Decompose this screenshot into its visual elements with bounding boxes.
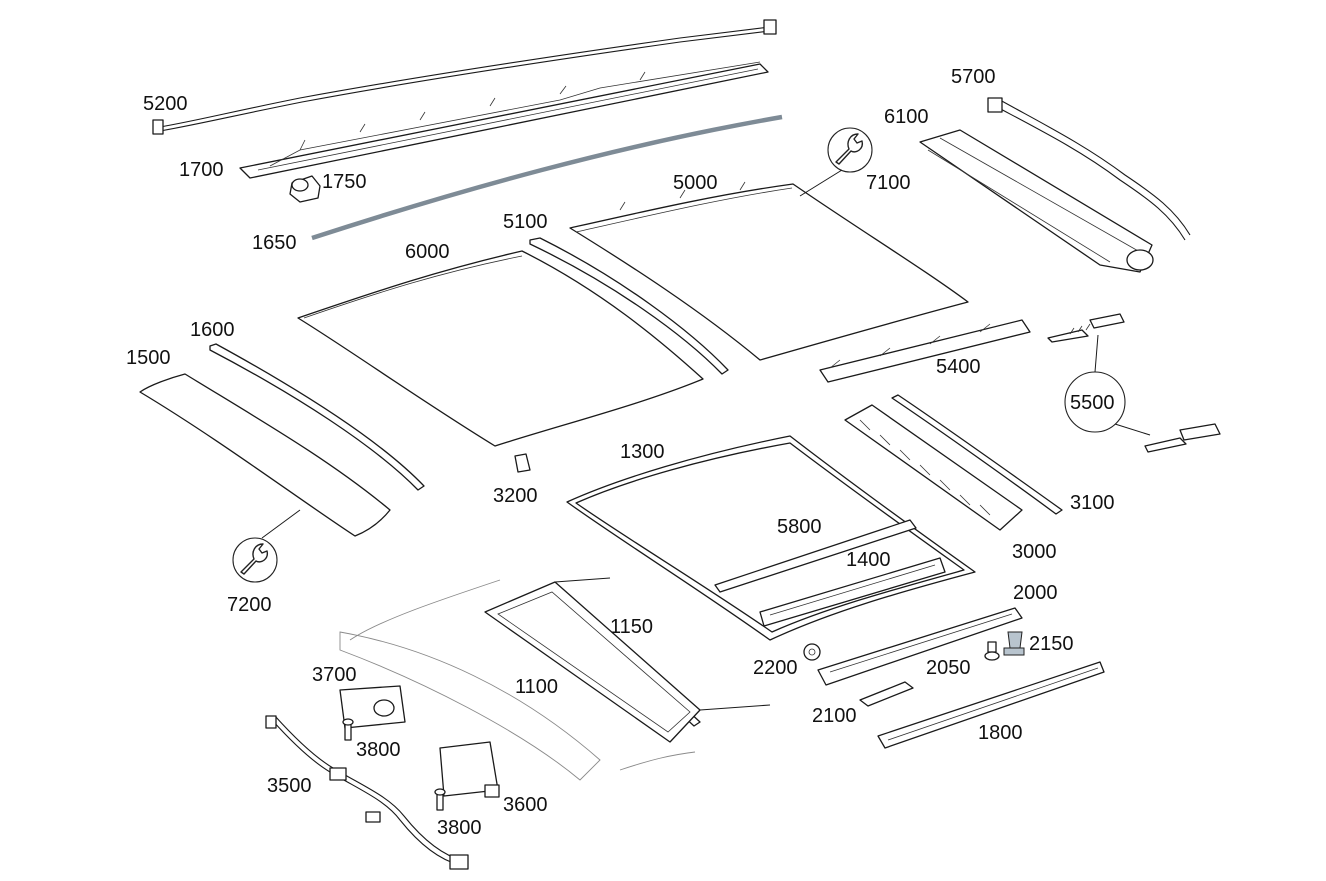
part-1650-seal[interactable]: [311, 114, 783, 241]
label-1100: 1100: [515, 676, 558, 698]
part-1800-rail[interactable]: [877, 661, 1105, 749]
part-3700-motor[interactable]: [339, 685, 406, 729]
part-drive-frame: [339, 579, 696, 781]
label-3800-lower: 3800: [437, 817, 482, 839]
label-2150: 2150: [1029, 633, 1074, 655]
label-6000: 6000: [405, 241, 450, 263]
label-5000: 5000: [673, 172, 718, 194]
part-2200-nut[interactable]: [803, 643, 821, 661]
label-3200: 3200: [493, 485, 538, 507]
part-3600-motor[interactable]: [439, 741, 500, 798]
label-1600: 1600: [190, 319, 235, 341]
label-3600: 3600: [503, 794, 548, 816]
label-7200: 7200: [227, 594, 272, 616]
part-1700-rail[interactable]: [239, 61, 769, 179]
part-5100-strip[interactable]: [529, 237, 729, 375]
part-2050-screw[interactable]: [984, 641, 1000, 661]
part-1400-deflector[interactable]: [759, 557, 946, 627]
part-1600-strip[interactable]: [209, 343, 425, 491]
label-5500: 5500: [1070, 392, 1115, 414]
part-5000-glass-panel[interactable]: [569, 181, 969, 361]
label-6100: 6100: [884, 106, 929, 128]
label-1500: 1500: [126, 347, 171, 369]
part-7200-callout[interactable]: [232, 509, 301, 583]
part-6100-roller-blind[interactable]: [919, 129, 1154, 273]
label-5800: 5800: [777, 516, 822, 538]
label-3000: 3000: [1012, 541, 1057, 563]
label-5400: 5400: [936, 356, 981, 378]
part-6000-glass-panel[interactable]: [297, 250, 704, 447]
label-2000: 2000: [1013, 582, 1058, 604]
label-3700: 3700: [312, 664, 357, 686]
part-1500-glass-panel[interactable]: [139, 373, 391, 537]
label-1300: 1300: [620, 441, 665, 463]
label-3100: 3100: [1070, 492, 1115, 514]
part-3800-bolt-upper[interactable]: [342, 718, 354, 741]
part-1750-clip[interactable]: [289, 175, 321, 203]
wrench-icon: [835, 133, 864, 165]
label-5100: 5100: [503, 211, 548, 233]
label-5200: 5200: [143, 93, 188, 115]
part-5400-bracket[interactable]: [819, 319, 1031, 383]
part-5800-strip[interactable]: [714, 519, 917, 593]
label-3800-upper: 3800: [356, 739, 401, 761]
part-2100-bracket[interactable]: [859, 681, 914, 707]
part-7100-callout[interactable]: [799, 127, 873, 197]
part-3000-guide[interactable]: [844, 404, 1023, 531]
label-1650: 1650: [252, 232, 297, 254]
label-3500: 3500: [267, 775, 312, 797]
label-1400: 1400: [846, 549, 891, 571]
label-2100: 2100: [812, 705, 857, 727]
part-2150-bolt[interactable]: [1003, 631, 1025, 656]
part-5500-callout[interactable]: [1047, 313, 1221, 453]
label-1700: 1700: [179, 159, 224, 181]
label-1750: 1750: [322, 171, 367, 193]
label-1150: 1150: [610, 616, 653, 638]
label-2200: 2200: [753, 657, 798, 679]
part-3100-strip[interactable]: [891, 394, 1063, 515]
part-2000-rail[interactable]: [817, 607, 1023, 686]
label-2050: 2050: [926, 657, 971, 679]
label-1800: 1800: [978, 722, 1023, 744]
part-3800-bolt-lower[interactable]: [434, 788, 446, 811]
part-5700-cable[interactable]: [987, 97, 1191, 241]
part-1100-frame[interactable]: [484, 577, 771, 743]
wrench-icon: [240, 543, 269, 575]
part-3200-clip[interactable]: [514, 453, 531, 473]
part-5200-cable[interactable]: [152, 19, 777, 135]
label-5700: 5700: [951, 66, 996, 88]
label-7100: 7100: [866, 172, 911, 194]
part-3500-harness[interactable]: [265, 715, 469, 870]
